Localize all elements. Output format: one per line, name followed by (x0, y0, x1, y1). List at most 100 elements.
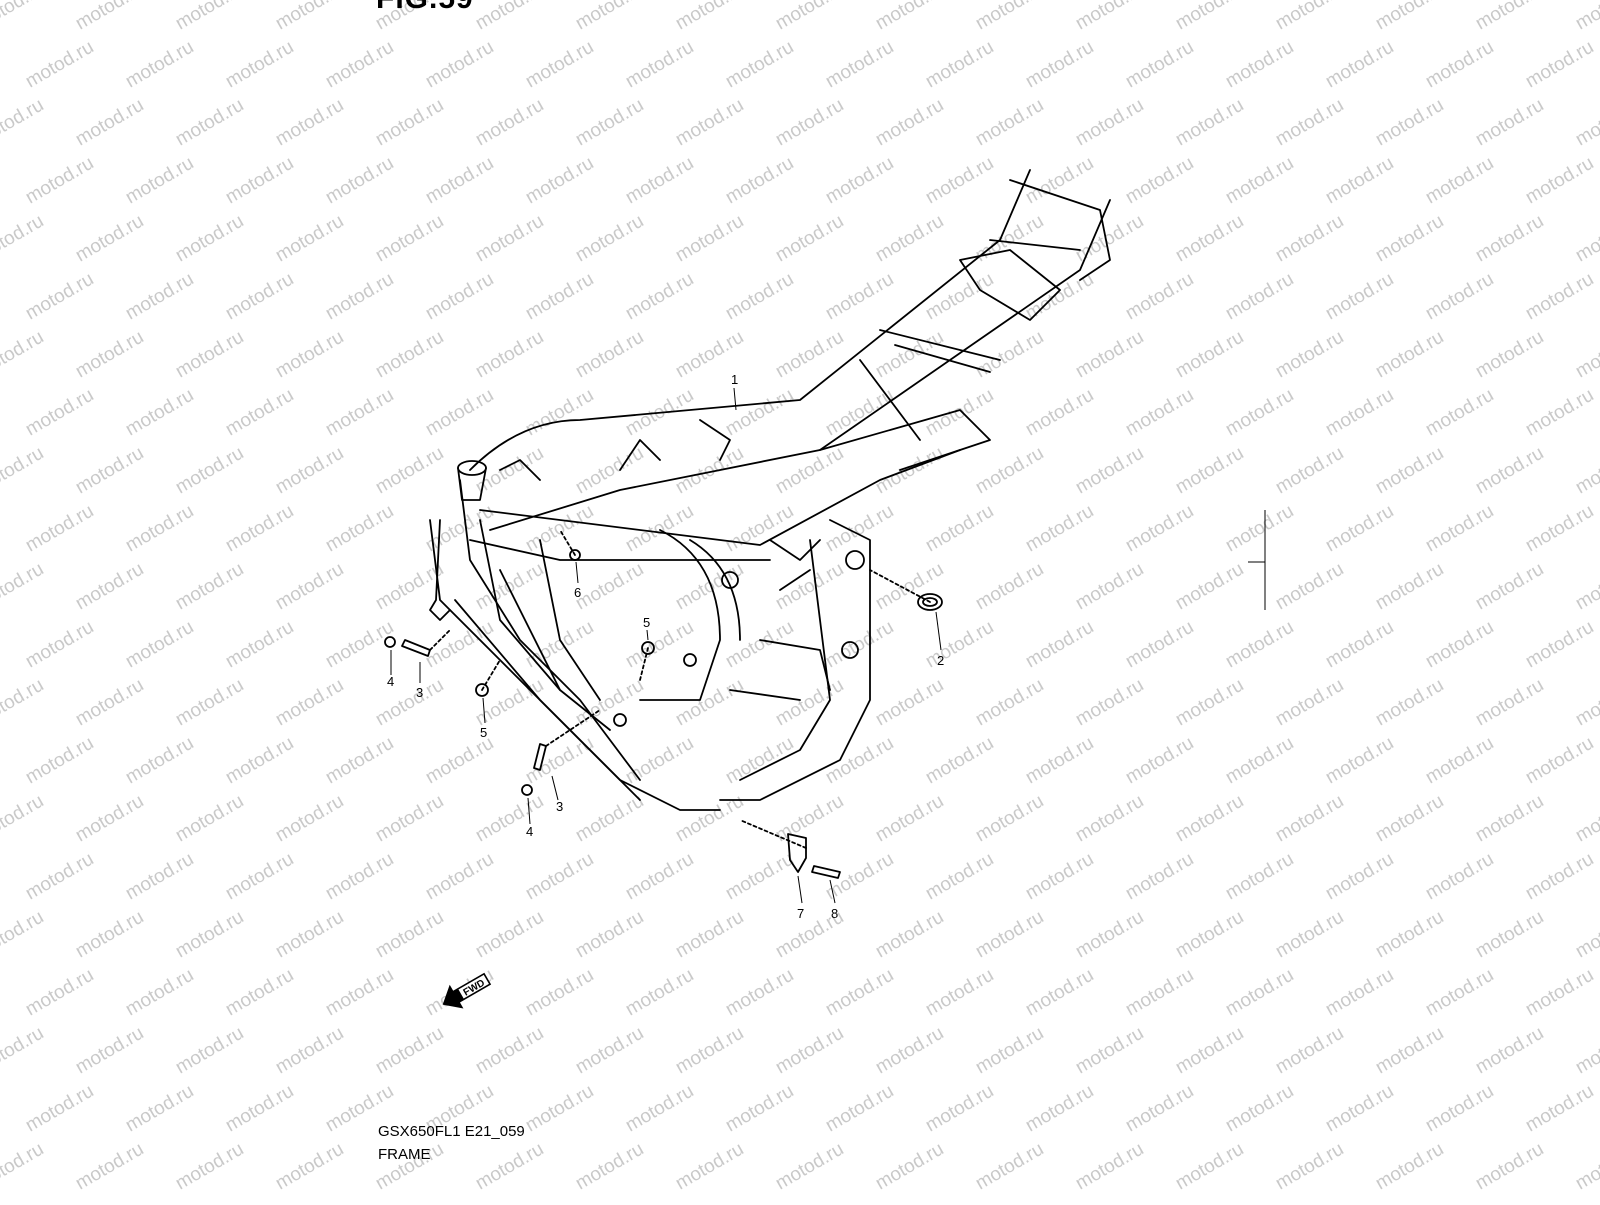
watermark-text: motod.ru (972, 907, 1047, 963)
watermark-text: motod.ru (722, 269, 797, 325)
watermark-text: motod.ru (1372, 443, 1447, 499)
watermark-text: motod.ru (1572, 0, 1600, 34)
watermark-text: motod.ru (1122, 37, 1197, 93)
watermark-text: motod.ru (422, 153, 497, 209)
fwd-arrow-icon: FWD (442, 972, 492, 1009)
watermark-text: motod.ru (572, 1139, 647, 1195)
watermark-text: motod.ru (1172, 0, 1247, 34)
watermark-text: motod.ru (1222, 269, 1297, 325)
watermark-text: motod.ru (1222, 965, 1297, 1021)
watermark-text: motod.ru (1422, 269, 1497, 325)
watermark-text: motod.ru (972, 95, 1047, 151)
watermark-text: motod.ru (722, 965, 797, 1021)
watermark-text: motod.ru (1572, 791, 1600, 847)
watermark-text: motod.ru (222, 849, 297, 905)
watermark-text: motod.ru (522, 153, 597, 209)
watermark-text: motod.ru (272, 0, 347, 34)
watermark-text: motod.ru (622, 269, 697, 325)
watermark-text: motod.ru (172, 907, 247, 963)
watermark-text: motod.ru (1272, 907, 1347, 963)
watermark-text: motod.ru (522, 385, 597, 441)
watermark-text: motod.ru (172, 0, 247, 34)
watermark-text: motod.ru (772, 1139, 847, 1195)
figure-code: GSX650FL1 E21_059 (378, 1123, 525, 1140)
watermark-text: motod.ru (1172, 327, 1247, 383)
watermark-text: motod.ru (472, 559, 547, 615)
watermark-text: motod.ru (722, 501, 797, 557)
watermark-text: motod.ru (22, 385, 97, 441)
watermark-text: motod.ru (872, 1139, 947, 1195)
watermark-text: motod.ru (822, 37, 897, 93)
watermark-text: motod.ru (172, 211, 247, 267)
watermark-text: motod.ru (1522, 37, 1597, 93)
watermark-text: motod.ru (1372, 327, 1447, 383)
watermark-text: motod.ru (222, 153, 297, 209)
watermark-text: motod.ru (122, 965, 197, 1021)
watermark-text: motod.ru (1322, 733, 1397, 789)
watermark-text: motod.ru (1272, 1139, 1347, 1195)
watermark-text: motod.ru (222, 501, 297, 557)
watermark-text: motod.ru (272, 791, 347, 847)
watermark-text: motod.ru (972, 675, 1047, 731)
callout-4a: 4 (387, 674, 394, 689)
watermark-text: motod.ru (1372, 1139, 1447, 1195)
watermark-text: motod.ru (1222, 617, 1297, 673)
watermark-text: motod.ru (772, 327, 847, 383)
watermark-text: motod.ru (1472, 95, 1547, 151)
frame-drawing (384, 169, 1111, 879)
watermark-text: motod.ru (1222, 37, 1297, 93)
watermark-text: motod.ru (1472, 327, 1547, 383)
watermark-text: motod.ru (472, 0, 547, 34)
watermark-text: motod.ru (72, 0, 147, 34)
watermark-text: motod.ru (722, 733, 797, 789)
watermark-text: motod.ru (1422, 849, 1497, 905)
watermark-text: motod.ru (122, 501, 197, 557)
watermark-text: motod.ru (1072, 559, 1147, 615)
watermark-text: motod.ru (572, 559, 647, 615)
watermark-text: motod.ru (1472, 907, 1547, 963)
watermark-text: motod.ru (372, 791, 447, 847)
watermark-text: motod.ru (1372, 211, 1447, 267)
watermark-text: motod.ru (1222, 849, 1297, 905)
watermark-text: motod.ru (1422, 153, 1497, 209)
watermark-text: motod.ru (1172, 559, 1247, 615)
watermark-text: motod.ru (22, 269, 97, 325)
watermark-text: motod.ru (472, 791, 547, 847)
watermark-text: motod.ru (1272, 443, 1347, 499)
watermark-text: motod.ru (222, 1081, 297, 1137)
watermark-text: motod.ru (922, 501, 997, 557)
watermark-text: motod.ru (1072, 327, 1147, 383)
watermark-text: motod.ru (1272, 95, 1347, 151)
watermark-text: motod.ru (622, 1081, 697, 1137)
watermark-text: motod.ru (872, 211, 947, 267)
watermark-text: motod.ru (1022, 965, 1097, 1021)
watermark-text: motod.ru (172, 95, 247, 151)
callout-8: 8 (831, 906, 838, 921)
watermark-text: motod.ru (1372, 559, 1447, 615)
watermark-text: motod.ru (672, 791, 747, 847)
watermark-text: motod.ru (1322, 617, 1397, 673)
watermark-text: motod.ru (72, 1023, 147, 1079)
watermark-text: motod.ru (872, 675, 947, 731)
watermark-text: motod.ru (272, 675, 347, 731)
watermark-text: motod.ru (1522, 733, 1597, 789)
watermark-text: motod.ru (72, 95, 147, 151)
watermark-text: motod.ru (972, 559, 1047, 615)
watermark-text: motod.ru (272, 1023, 347, 1079)
watermark-text: motod.ru (0, 1139, 47, 1195)
watermark-text: motod.ru (172, 1023, 247, 1079)
watermark-text: motod.ru (922, 153, 997, 209)
watermark-text: motod.ru (872, 327, 947, 383)
watermark-text: motod.ru (1572, 675, 1600, 731)
watermark-text: motod.ru (122, 733, 197, 789)
watermark-text: motod.ru (1222, 385, 1297, 441)
watermark-text: motod.ru (1422, 617, 1497, 673)
watermark-text: motod.ru (322, 153, 397, 209)
watermark-text: motod.ru (222, 37, 297, 93)
watermark-text: motod.ru (1122, 269, 1197, 325)
watermark-text: motod.ru (522, 965, 597, 1021)
watermark-text: motod.ru (922, 1081, 997, 1137)
watermark-text: motod.ru (1522, 501, 1597, 557)
watermark-text: motod.ru (1122, 965, 1197, 1021)
watermark-text: motod.ru (1322, 385, 1397, 441)
